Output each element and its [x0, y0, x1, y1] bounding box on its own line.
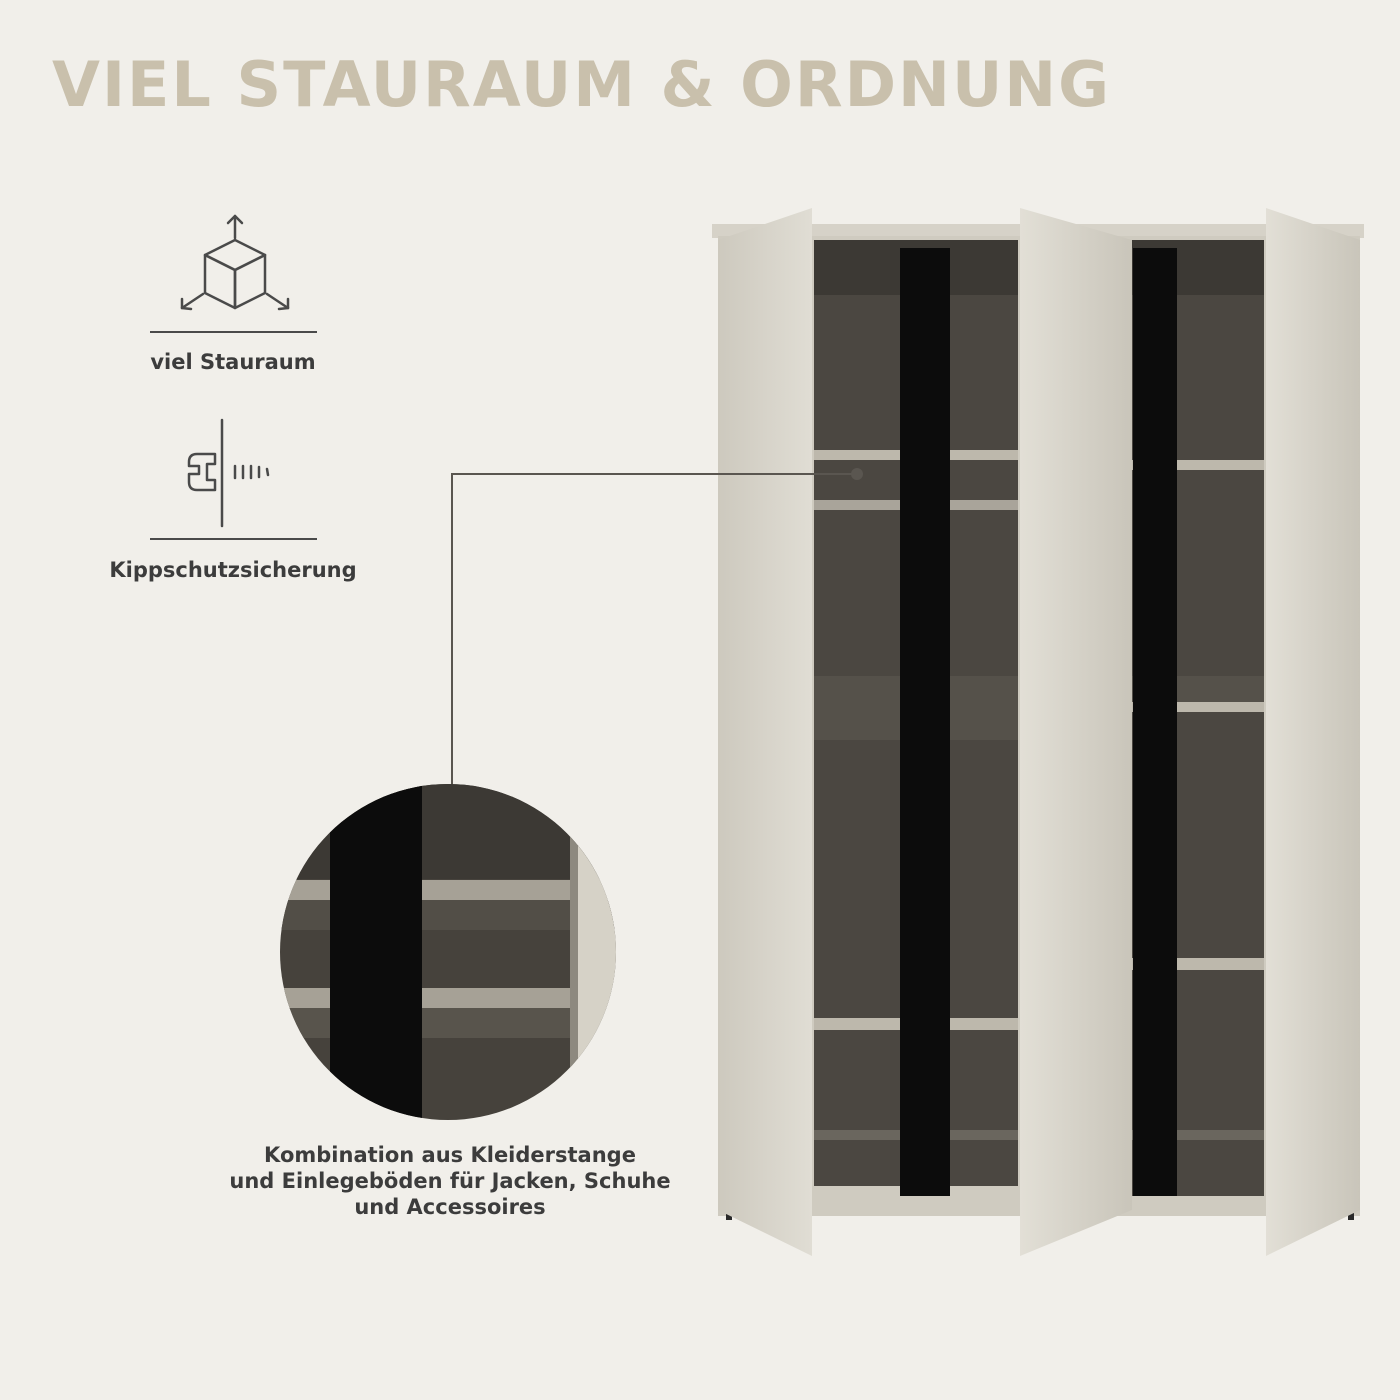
- feature-divider: [150, 538, 317, 540]
- caption-line: Kombination aus Kleiderstange: [264, 1143, 636, 1167]
- feature-label-anti-tip: Kippschutzsicherung: [109, 558, 357, 582]
- feature-divider: [150, 331, 317, 333]
- page-title: VIEL STAURAUM & ORDNUNG: [52, 48, 1112, 121]
- caption-line: und Accessoires: [354, 1195, 546, 1219]
- wall-anchor-icon: [175, 418, 295, 530]
- storage-cube-icon: [170, 210, 300, 320]
- caption-line: und Einlegeböden für Jacken, Schuhe: [229, 1169, 671, 1193]
- feature-caption: Kombination aus Kleiderstange und Einleg…: [200, 1142, 700, 1220]
- feature-label-storage: viel Stauraum: [150, 350, 316, 374]
